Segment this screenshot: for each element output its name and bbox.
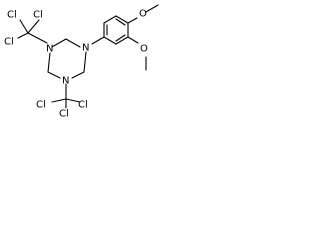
bond-n-top-ch2-top — [51, 38, 67, 48]
benzene-bond-6 — [103, 36, 117, 45]
bond-c1-cl-upper-left — [17, 32, 29, 39]
bond-ch2-left-n-top — [47, 52, 51, 73]
bonds — [17, 4, 159, 109]
atom-labels: Cl Cl Cl N N N Cl Cl Cl O O — [4, 9, 148, 120]
chlorine-label: Cl — [59, 109, 69, 120]
bond-c1-cl-top-mid — [27, 19, 40, 34]
bond-n-left-ch2-left — [47, 71, 61, 79]
chlorine-label: Cl — [33, 10, 43, 21]
benzene-bond-3-inner — [115, 18, 126, 26]
chlorine-label: Cl — [7, 10, 17, 21]
benzene-bond-5 — [115, 36, 129, 45]
benzene-bond-5-inner — [115, 34, 126, 42]
nitrogen-label: N — [62, 76, 69, 87]
bond-n-right-ch2-right — [83, 51, 87, 73]
bond-ch2-right-n-left — [71, 71, 85, 79]
bond-ring-o-top — [127, 17, 138, 24]
oxygen-label: O — [140, 44, 148, 55]
chlorine-label: Cl — [36, 100, 46, 111]
bond-c2-cl-bottom-right — [65, 98, 81, 103]
bond-ring-o-right — [127, 36, 139, 44]
bond-o-top-methyl — [145, 4, 159, 13]
benzene-bond-3 — [115, 15, 129, 24]
bond-c1-cl-top-left — [19, 19, 29, 34]
bond-ch2-top-n-right — [65, 38, 81, 48]
bond-n-right-aryl — [91, 36, 105, 45]
benzene-bond-2 — [103, 15, 117, 24]
nitrogen-label: N — [82, 43, 89, 54]
bond-c2-cl-bottom-left — [51, 98, 67, 103]
oxygen-label: O — [139, 9, 147, 20]
bond-c1-n-top — [27, 32, 48, 44]
nitrogen-label: N — [46, 44, 53, 55]
molecule-structure: Cl Cl Cl N N N Cl Cl Cl O O — [4, 4, 159, 120]
chlorine-label: Cl — [4, 37, 14, 48]
chlorine-label: Cl — [78, 100, 88, 111]
